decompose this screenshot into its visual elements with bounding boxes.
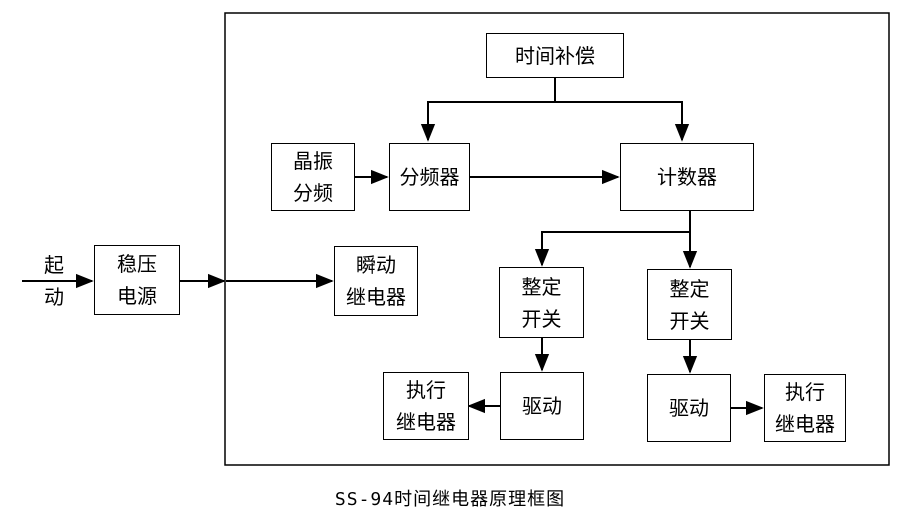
right-set-switch-block: 整定开关 xyxy=(647,269,732,340)
right-driver-block-text: 驱动 xyxy=(669,392,709,424)
arrow-counter-left-switch xyxy=(534,231,690,267)
counter-block: 计数器 xyxy=(620,143,754,211)
left-exec-relay-block-text: 执行继电器 xyxy=(396,374,456,438)
start-input-label-text: 起动 xyxy=(38,249,70,313)
left-set-switch-block-text: 整定开关 xyxy=(522,271,562,335)
right-set-switch-block-text: 整定开关 xyxy=(670,273,710,337)
left-driver-block: 驱动 xyxy=(500,372,584,440)
outer-frame xyxy=(224,12,890,466)
block-text-line: 继电器 xyxy=(346,285,406,309)
block-text-line: 执行 xyxy=(785,380,825,404)
block-text-line: 驱动 xyxy=(669,396,709,420)
block-text-line: 动 xyxy=(44,285,64,309)
time-compensation-block: 时间补偿 xyxy=(486,33,624,78)
block-text-line: 整定 xyxy=(669,276,710,301)
instant-relay-block-text: 瞬动继电器 xyxy=(346,249,406,313)
block-text-line: 计数器 xyxy=(657,165,717,189)
frequency-divider-block: 分频器 xyxy=(389,143,470,211)
diagram-caption: SS-94时间继电器原理框图 xyxy=(334,489,566,510)
block-text-line: 稳压 xyxy=(117,252,157,276)
counter-block-text: 计数器 xyxy=(657,161,717,193)
block-text-line: 驱动 xyxy=(522,394,562,418)
time-compensation-block-text: 时间补偿 xyxy=(515,40,595,72)
left-set-switch-block: 整定开关 xyxy=(499,267,584,338)
right-driver-block: 驱动 xyxy=(647,374,731,442)
block-text-line: 起 xyxy=(44,253,64,277)
instant-relay-block: 瞬动继电器 xyxy=(334,246,418,316)
crystal-divide-block-text: 晶振分频 xyxy=(293,145,333,209)
block-text-line: 执行 xyxy=(406,378,446,402)
block-text-line: 分频器 xyxy=(399,165,460,189)
block-text-line: 继电器 xyxy=(775,412,835,436)
block-text-line: 开关 xyxy=(669,308,710,333)
regulated-power-block: 稳压电源 xyxy=(94,245,180,315)
block-text-line: 晶振 xyxy=(293,149,333,173)
block-text-line: 时间补偿 xyxy=(515,43,595,68)
left-driver-block-text: 驱动 xyxy=(522,390,562,422)
regulated-power-block-text: 稳压电源 xyxy=(117,248,157,312)
left-exec-relay-block: 执行继电器 xyxy=(383,372,469,440)
block-text-line: 开关 xyxy=(521,306,562,331)
block-text-line: 电源 xyxy=(117,284,157,308)
right-exec-relay-block-text: 执行继电器 xyxy=(775,376,835,440)
line-timecomp-split xyxy=(420,78,556,142)
line-timecomp-counter xyxy=(555,101,690,142)
block-text-line: 继电器 xyxy=(396,410,456,434)
frequency-divider-block-text: 分频器 xyxy=(400,161,460,193)
block-text-line: 整定 xyxy=(521,274,562,299)
crystal-divide-block: 晶振分频 xyxy=(271,143,355,211)
block-text-line: 瞬动 xyxy=(356,253,396,277)
start-input-label: 起动 xyxy=(38,249,70,313)
block-text-line: 分频 xyxy=(293,181,333,205)
right-exec-relay-block: 执行继电器 xyxy=(764,374,846,442)
